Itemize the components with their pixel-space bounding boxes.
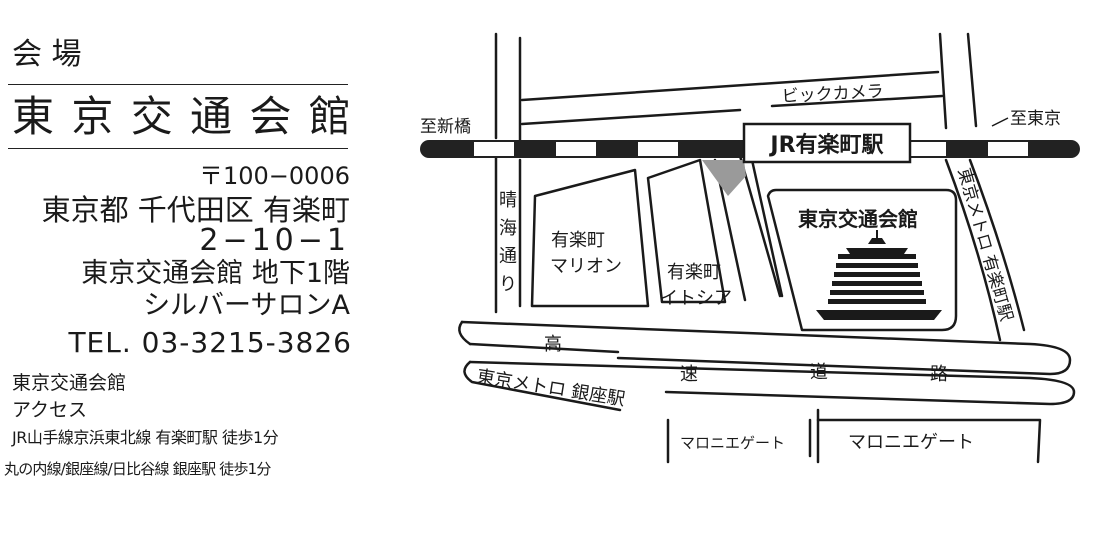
marion-block — [530, 168, 650, 308]
marronnier-gate-label-2: マロニエゲート — [848, 432, 974, 453]
to-shinbashi-label: 至新橋 — [420, 117, 471, 137]
left-street — [494, 32, 522, 314]
marion-label-1: 有楽町 — [551, 230, 605, 251]
expressway-char-2: 速 — [680, 364, 698, 385]
access-route-jr: JR山手線京浜東北線 有楽町駅 徒歩1分 — [12, 428, 279, 447]
venue-heading: 会 場 — [12, 37, 82, 72]
to-tokyo-label: 至東京 — [1010, 109, 1061, 129]
expressway-char-3: 道 — [810, 362, 828, 383]
harumi-dori-1: 晴 — [499, 190, 517, 211]
expressway-upper — [460, 320, 1072, 376]
tel-number: TEL. 03-3215-3826 — [68, 326, 352, 359]
address-line-3: 東京交通会館 地下1階 — [81, 258, 350, 289]
divider-bottom — [8, 148, 348, 149]
itocia-block — [646, 158, 727, 304]
expressway-upper-cap — [458, 320, 472, 346]
metro-ginza-label: 東京メトロ 銀座駅 — [475, 366, 626, 410]
marion-label-2: マリオン — [550, 256, 622, 277]
right-street — [938, 32, 978, 130]
marronnier-gate-right — [816, 418, 1042, 464]
expressway-char-4: 路 — [930, 364, 948, 385]
harumi-dori-3: 通 — [499, 246, 517, 267]
metro-yurakucho-label: 東京メトロ 有楽町駅 — [953, 166, 1016, 324]
access-title-2: アクセス — [12, 399, 88, 421]
metro-yurakucho-line — [944, 158, 1026, 342]
itocia-label-2: イトシア — [660, 288, 732, 309]
venue-name: 東 京 交 通 会 館 — [12, 92, 353, 141]
bic-camera-label: ビックカメラ — [781, 82, 884, 107]
kotsu-kaikan-label: 東京交通会館 — [798, 207, 918, 231]
divider-top — [8, 84, 348, 85]
access-map: JR有楽町駅 至新橋 至東京 ビックカメラ 晴 海 通 り 有楽町 マリオン 有… — [420, 32, 1080, 464]
expressway-lower — [468, 360, 1076, 406]
marronnier-gate-label-1: マロニエゲート — [680, 434, 785, 452]
building-icon — [816, 230, 942, 320]
venue-info: 会 場 東 京 交 通 会 館 〒100−0006 東京都 千代田区 有楽町 2… — [0, 0, 370, 534]
address-line-1: 東京都 千代田区 有楽町 — [41, 193, 350, 227]
access-title-1: 東京交通会館 — [12, 372, 127, 394]
expressway-lower-cap — [463, 360, 622, 412]
kotsu-kaikan-block — [766, 188, 958, 332]
address-line-4: シルバーサロンA — [143, 290, 350, 321]
postal-code: 〒100−0006 — [199, 162, 350, 190]
itocia-label-1: 有楽町 — [667, 262, 721, 283]
harumi-dori-2: 海 — [499, 218, 517, 239]
jr-station-box — [742, 122, 912, 164]
to-tokyo-pointer — [991, 117, 1009, 127]
jr-station-label: JR有楽町駅 — [768, 132, 883, 158]
expressway-char-1: 高 — [544, 334, 562, 355]
access-route-metro: 丸の内線/銀座線/日比谷線 銀座駅 徒歩1分 — [4, 460, 271, 478]
bic-camera-block — [520, 70, 944, 126]
marronnier-gate-left — [666, 408, 820, 464]
address-line-2: 2−10−1 — [199, 223, 350, 258]
station-entrance-shade — [702, 160, 746, 196]
harumi-dori-4: り — [499, 274, 517, 295]
